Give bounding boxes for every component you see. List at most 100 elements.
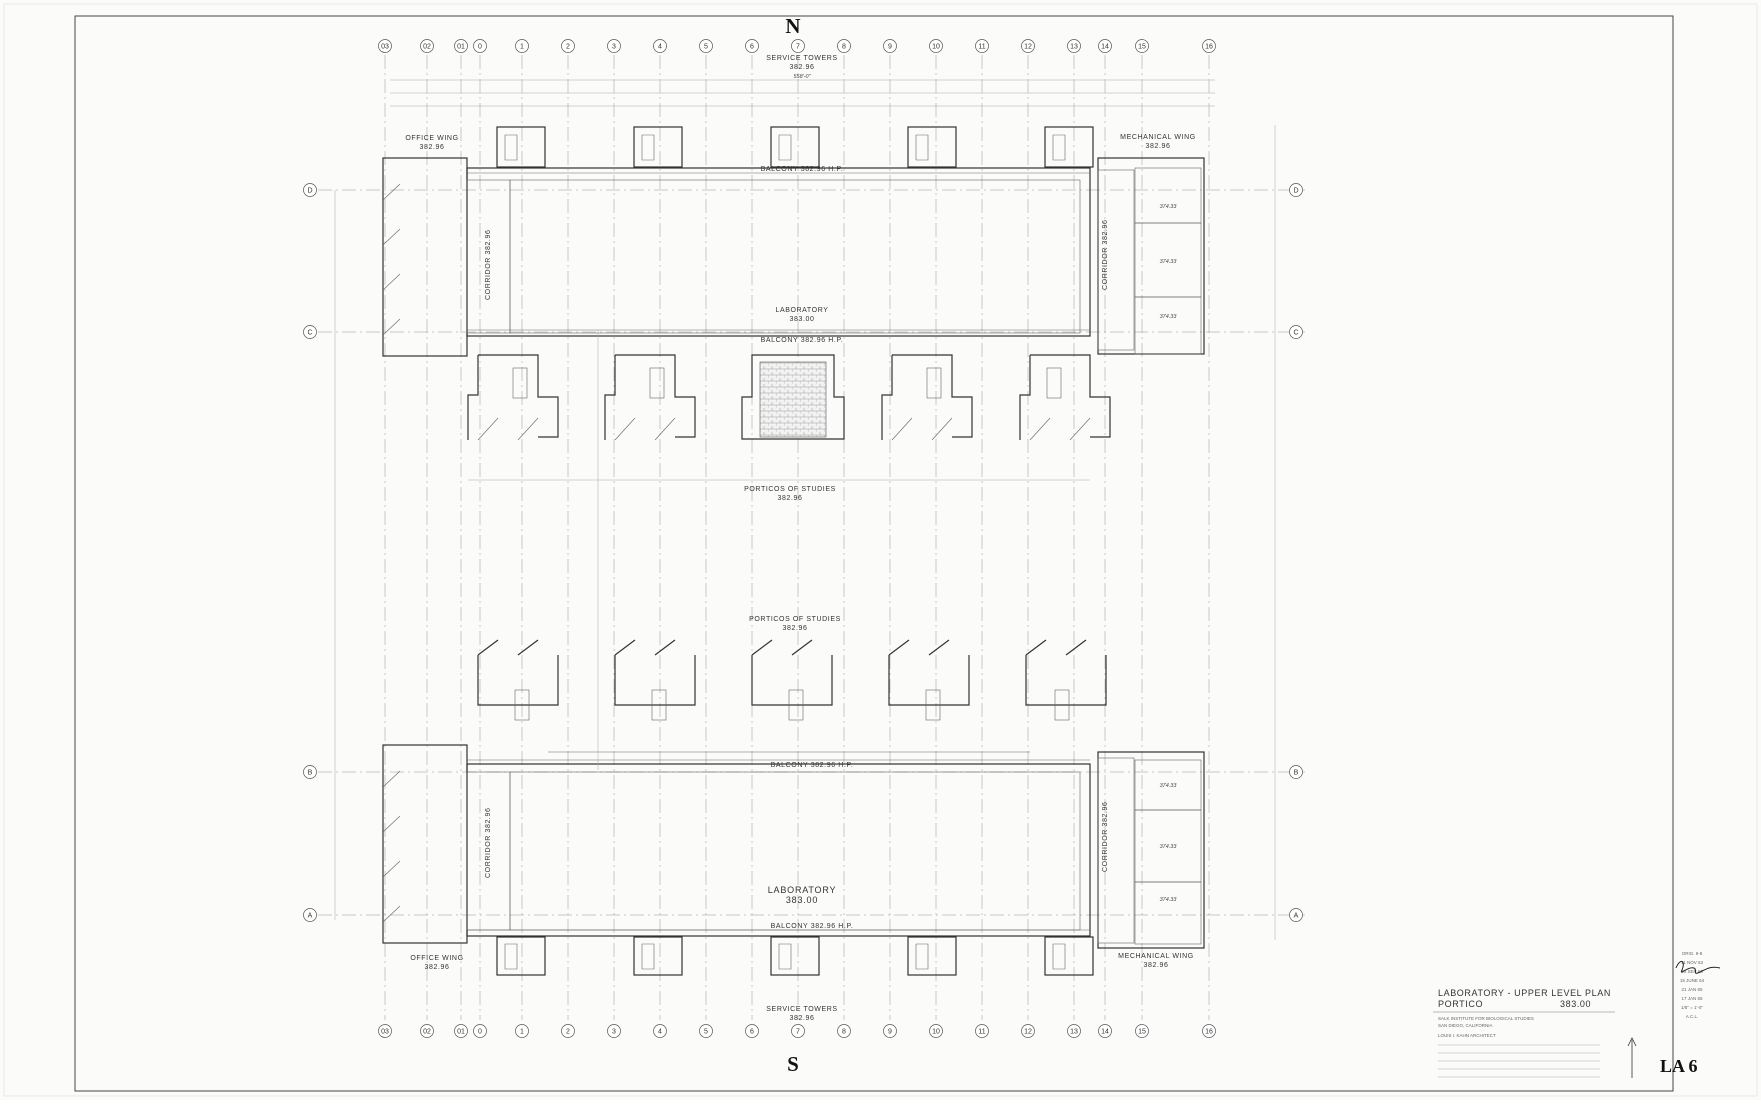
revision-entry: 17 JAN 65 [1681, 996, 1703, 1001]
grid-bubble-label: 9 [888, 44, 892, 51]
grid-bubble [837, 1024, 851, 1038]
grid-bubble [1135, 1024, 1149, 1038]
grid-bubble-label: 16 [1205, 1029, 1213, 1036]
grid-bubble [454, 1024, 468, 1038]
grid-bubble [303, 765, 317, 779]
grid-bubble [420, 39, 434, 53]
grid-bubble [1289, 765, 1303, 779]
grid-bubble [515, 39, 529, 53]
south-lab-outline [466, 763, 1091, 937]
grid-bubble-label: 03 [381, 44, 389, 51]
revision-entry: 21 JAN 65 [1681, 987, 1703, 992]
grid-bubble [745, 1024, 759, 1038]
grid-bubble [1202, 39, 1216, 53]
service-towers-north-label: SERVICE TOWERS [766, 55, 837, 62]
grid-bubble [1289, 183, 1303, 197]
grid-bubble-label: 5 [704, 1029, 708, 1036]
north-mechanical-wing [1097, 157, 1205, 355]
grid-bubble [699, 1024, 713, 1038]
north-marker: N [785, 14, 800, 38]
gridlines [318, 55, 1305, 1020]
sheet-number: LA 6 [1660, 1056, 1698, 1076]
revision-entry: 15 JUNE 64 [1680, 978, 1705, 983]
grid-bubble-label: 7 [796, 44, 800, 51]
grid-bubble-label: 2 [566, 1029, 570, 1036]
balcony-north-bottom: BALCONY 382.96 H.P. [761, 337, 844, 344]
office-wing-north-label: OFFICE WING [405, 135, 458, 142]
corridor-north-east: CORRIDOR 382.96 [1102, 220, 1109, 290]
grid-bubble-label: 8 [842, 1029, 846, 1036]
grid-bubble [1289, 325, 1303, 339]
south-building [382, 639, 1205, 976]
porticos-south-elev: 382.96 [782, 625, 807, 632]
grid-bubble-label: 7 [796, 1029, 800, 1036]
grid-bubble-label: 01 [457, 44, 465, 51]
mech-room-6: 374.33 [1160, 897, 1178, 903]
grid-bubble [303, 325, 317, 339]
south-corridor-west [466, 771, 511, 931]
sheet-subtitle: PORTICO [1438, 999, 1483, 1009]
sheet-subtitle-elev: 383.00 [1560, 999, 1591, 1009]
grid-bubble-label: 1 [520, 44, 524, 51]
grid-bubble-label: 12 [1024, 44, 1032, 51]
south-office-wing [382, 744, 468, 944]
grid-bubble-label: 0 [478, 44, 482, 51]
office-wing-south-elev: 382.96 [424, 964, 449, 971]
grid-bubble-label: 16 [1205, 44, 1213, 51]
balcony-south-bottom: BALCONY 382.96 H.P. [771, 923, 854, 930]
grid-bubble [975, 1024, 989, 1038]
grid-bubble-label: 01 [457, 1029, 465, 1036]
revision-entry: ORIG. 9-8 [1682, 951, 1703, 956]
mech-room-1: 374.33 [1160, 204, 1178, 210]
grid-bubble-label: C [307, 330, 312, 337]
service-towers-north-elev: 382.96 [789, 64, 814, 71]
grid-bubble-label: A [1294, 913, 1299, 920]
north-corridor-west [466, 179, 511, 334]
grid-bubble-label: 15 [1138, 44, 1146, 51]
balcony-north-top: BALCONY 382.96 H.P. [761, 166, 844, 173]
grid-bubble [1135, 39, 1149, 53]
grid-bubble [561, 1024, 575, 1038]
porticos-north-elev: 382.96 [777, 495, 802, 502]
mech-room-2: 374.33 [1160, 259, 1178, 265]
grid-bubble [378, 39, 392, 53]
grid-bubble [929, 1024, 943, 1038]
grid-bubble-label: 02 [423, 44, 431, 51]
revision-entry: 1/8" = 1'-0" [1681, 1005, 1703, 1010]
corridor-south-west: CORRIDOR 382.96 [485, 808, 492, 878]
grid-bubble-label: 13 [1070, 1029, 1078, 1036]
grid-bubble [303, 183, 317, 197]
grid-bubble [607, 1024, 621, 1038]
grid-bubble-label: 11 [978, 1029, 985, 1036]
grid-bubble-label: 9 [888, 1029, 892, 1036]
architect-name: LOUIS I. KAHN ARCHITECT [1438, 1033, 1496, 1038]
south-mechanical-wing [1097, 751, 1205, 949]
grid-bubble-label: 14 [1101, 44, 1109, 51]
revision-entry: 20 SEP 63 [1681, 969, 1703, 974]
grid-bubble [420, 1024, 434, 1038]
grid-bubble-label: 0 [478, 1029, 482, 1036]
grid-bubble-label: 4 [658, 44, 662, 51]
mech-room-4: 374.33 [1160, 783, 1178, 789]
grid-bubble-label: 3 [612, 1029, 616, 1036]
grid-bubble [975, 39, 989, 53]
grid-bubble-label: A [308, 913, 313, 920]
grid-bubble [1289, 908, 1303, 922]
north-building [382, 126, 1205, 441]
grid-bubble-label: 14 [1101, 1029, 1109, 1036]
grid-bubble-label: 6 [750, 44, 754, 51]
grid-bubble-label: 02 [423, 1029, 431, 1036]
title-block: LABORATORY - UPPER LEVEL PLAN PORTICO 38… [1433, 951, 1721, 1078]
corridor-south-east: CORRIDOR 382.96 [1102, 802, 1109, 872]
grid-bubble [1021, 39, 1035, 53]
grid-bubble-label: D [1293, 188, 1298, 195]
grid-bubble [607, 39, 621, 53]
grid-bubble [561, 39, 575, 53]
porticos-north-label: PORTICOS OF STUDIES [744, 486, 836, 493]
revision-entry: 11 NOV 63 [1681, 960, 1703, 965]
grid-bubble [1202, 1024, 1216, 1038]
grid-bubble-label: 4 [658, 1029, 662, 1036]
south-marker: S [787, 1052, 799, 1076]
revision-entry: A.C.L. [1686, 1014, 1699, 1019]
